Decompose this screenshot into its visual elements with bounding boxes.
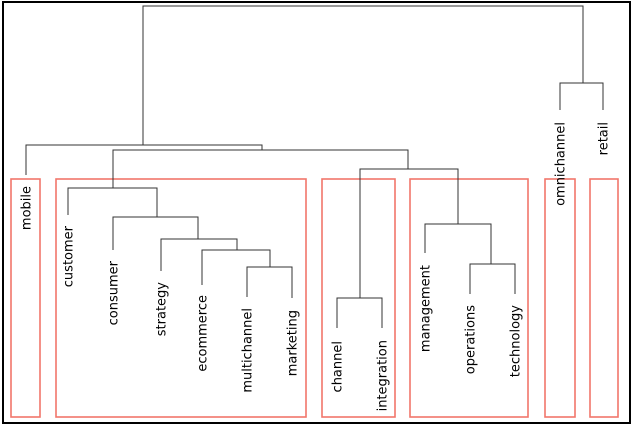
cluster-box-mobile <box>10 178 41 418</box>
cluster-box-omnichannel <box>544 178 576 418</box>
leaf-label-management: management <box>419 265 434 352</box>
dendrogram-link-L6 <box>336 297 383 328</box>
leaf-label-customer: customer <box>62 225 77 287</box>
leaf-label-consumer: consumer <box>107 260 122 325</box>
dendrogram-link-L10 <box>112 149 409 188</box>
leaf-label-strategy: strategy <box>155 282 170 337</box>
dendrogram-link-L4 <box>112 216 199 250</box>
leaf-label-ecommerce: ecommerce <box>196 295 211 372</box>
dendrogram-link-L7 <box>469 263 516 294</box>
leaf-label-operations: operations <box>464 305 479 374</box>
leaf-label-channel: channel <box>331 341 346 392</box>
dendrogram-link-L13 <box>142 5 584 145</box>
cluster-box-channel <box>321 178 396 418</box>
leaf-label-multichannel: multichannel <box>241 308 256 393</box>
leaf-label-retail: retail <box>597 122 612 155</box>
dendrogram-link-L2 <box>201 249 271 285</box>
leaf-label-technology: technology <box>509 305 524 377</box>
leaf-label-integration: integration <box>376 340 391 411</box>
dendrogram-link-L8 <box>424 223 492 264</box>
cluster-box-retail <box>589 178 619 418</box>
dendrogram-link-L5 <box>67 187 158 217</box>
dendrogram-link-L3 <box>160 238 238 271</box>
cluster-box-management <box>409 178 529 418</box>
leaf-label-mobile: mobile <box>20 186 35 230</box>
dendrogram-link-L1 <box>246 266 293 298</box>
dendrogram-link-L11 <box>25 144 263 175</box>
leaf-label-omnichannel: omnichannel <box>554 122 569 206</box>
axes-frame <box>2 1 631 424</box>
dendrogram-link-L9 <box>359 168 459 298</box>
dendrogram-link-L12 <box>559 82 604 110</box>
cluster-box-customer <box>55 178 307 418</box>
leaf-label-marketing: marketing <box>286 310 301 376</box>
